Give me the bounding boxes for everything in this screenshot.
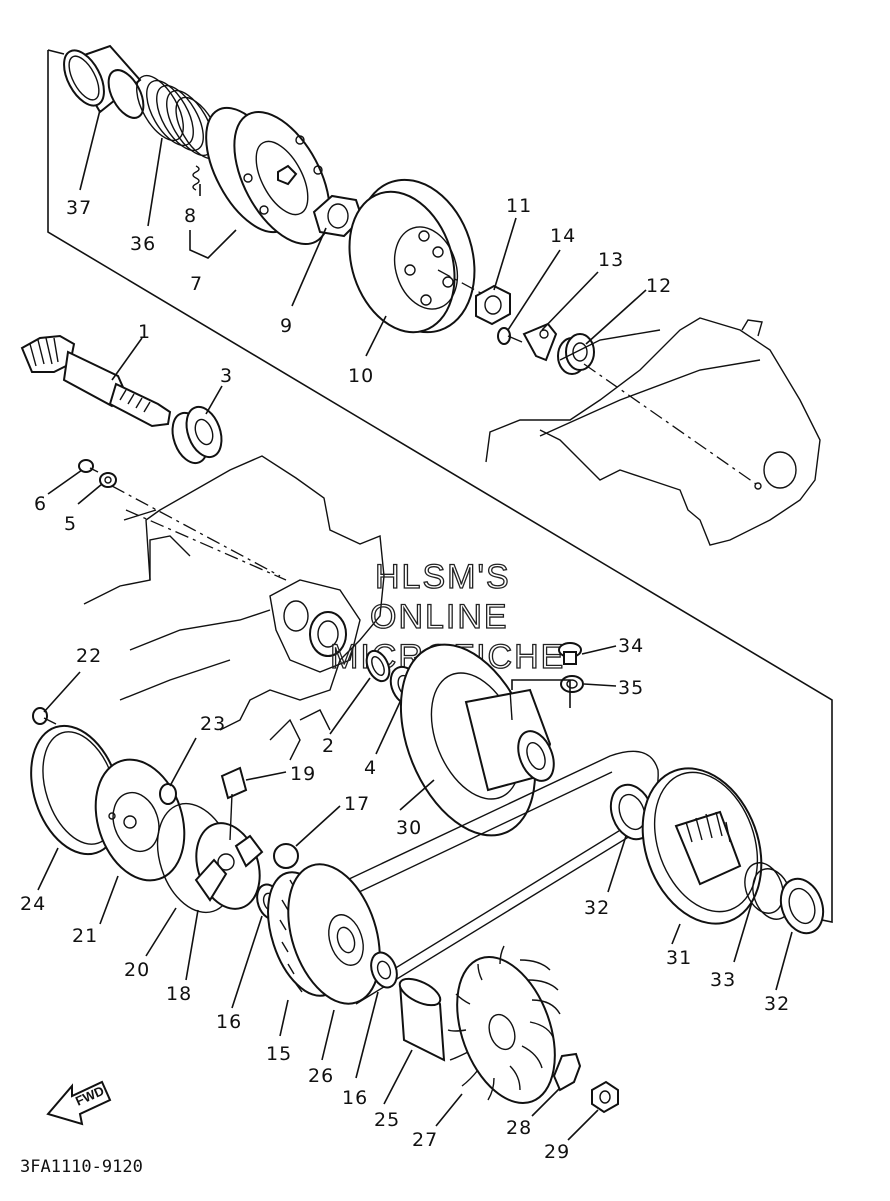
part-32-bearing-b[interactable] bbox=[774, 873, 831, 939]
label-19[interactable]: 19 bbox=[290, 763, 316, 785]
label-2[interactable]: 2 bbox=[322, 735, 335, 757]
label-7[interactable]: 7 bbox=[190, 273, 203, 295]
label-20[interactable]: 20 bbox=[124, 959, 150, 981]
label-28[interactable]: 28 bbox=[506, 1117, 532, 1139]
label-27[interactable]: 27 bbox=[412, 1129, 438, 1151]
label-8[interactable]: 8 bbox=[184, 205, 197, 227]
label-17[interactable]: 17 bbox=[344, 793, 370, 815]
label-35[interactable]: 35 bbox=[618, 677, 644, 699]
watermark-line1: HLSM'S bbox=[375, 558, 511, 596]
part-6-screw[interactable] bbox=[78, 459, 99, 473]
part-3-bearing[interactable] bbox=[166, 402, 228, 468]
label-16-b[interactable]: 16 bbox=[342, 1087, 368, 1109]
part-17-weight[interactable] bbox=[273, 843, 299, 869]
crankcase-outline bbox=[83, 455, 385, 761]
part-30-secondary-sheave[interactable] bbox=[375, 625, 561, 855]
label-16-a[interactable]: 16 bbox=[216, 1011, 242, 1033]
label-11[interactable]: 11 bbox=[506, 195, 532, 217]
part-28-washer[interactable] bbox=[552, 1052, 582, 1092]
label-37[interactable]: 37 bbox=[66, 197, 92, 219]
label-21[interactable]: 21 bbox=[72, 925, 98, 947]
label-23[interactable]: 23 bbox=[200, 713, 226, 735]
label-32-a[interactable]: 32 bbox=[584, 897, 610, 919]
part-7-clutch-carrier[interactable] bbox=[188, 94, 349, 259]
label-34[interactable]: 34 bbox=[618, 635, 644, 657]
label-15[interactable]: 15 bbox=[266, 1043, 292, 1065]
assembly-boundary-lines bbox=[47, 49, 833, 923]
part-25-collar[interactable] bbox=[396, 973, 446, 1062]
label-22[interactable]: 22 bbox=[76, 645, 102, 667]
label-4[interactable]: 4 bbox=[364, 757, 377, 779]
label-1[interactable]: 1 bbox=[138, 321, 151, 343]
part-5-washer[interactable] bbox=[99, 472, 117, 488]
part-16-oil-seal-b[interactable] bbox=[367, 949, 402, 991]
label-12[interactable]: 12 bbox=[646, 275, 672, 297]
part-26-primary-sliding-sheave[interactable] bbox=[272, 853, 396, 1016]
label-33[interactable]: 33 bbox=[710, 969, 736, 991]
leader-lines bbox=[37, 109, 793, 1141]
part-27-fixed-sheave-fan[interactable] bbox=[439, 944, 574, 1117]
part-29-nut[interactable] bbox=[591, 1080, 619, 1114]
label-29[interactable]: 29 bbox=[544, 1141, 570, 1163]
part-14-bolt[interactable] bbox=[497, 327, 523, 345]
label-3[interactable]: 3 bbox=[220, 365, 233, 387]
label-24[interactable]: 24 bbox=[20, 893, 46, 915]
part-2-circlip[interactable] bbox=[362, 647, 394, 684]
part-37-clutch-sleeve[interactable] bbox=[56, 44, 151, 124]
part-number-labels: 37 36 8 7 9 10 11 14 13 12 1 3 6 5 22 34… bbox=[20, 195, 790, 1163]
part-11-nut[interactable] bbox=[475, 284, 511, 326]
part-36-clutch-spring[interactable] bbox=[127, 68, 229, 165]
part-1-primary-shaft[interactable] bbox=[20, 334, 172, 428]
part-13-plate[interactable] bbox=[522, 322, 558, 362]
part-8-small-spring[interactable] bbox=[192, 165, 200, 191]
part-10-clutch-outer[interactable] bbox=[332, 165, 493, 348]
label-31[interactable]: 31 bbox=[666, 947, 692, 969]
part-23-spacer[interactable] bbox=[159, 783, 177, 805]
part-22-screw[interactable] bbox=[32, 707, 57, 725]
part-34-bolt[interactable] bbox=[558, 642, 582, 665]
label-14[interactable]: 14 bbox=[550, 225, 576, 247]
label-6[interactable]: 6 bbox=[34, 493, 47, 515]
label-30[interactable]: 30 bbox=[396, 817, 422, 839]
part-18-slider-plate[interactable] bbox=[186, 815, 270, 917]
label-26[interactable]: 26 bbox=[308, 1065, 334, 1087]
label-10[interactable]: 10 bbox=[348, 365, 374, 387]
label-25[interactable]: 25 bbox=[374, 1109, 400, 1131]
label-13[interactable]: 13 bbox=[598, 249, 624, 271]
fwd-direction-arrow: FWD bbox=[46, 1080, 112, 1126]
label-9[interactable]: 9 bbox=[280, 315, 293, 337]
diagram-code: 3FA1110-9120 bbox=[20, 1157, 143, 1177]
label-5[interactable]: 5 bbox=[64, 513, 77, 535]
part-35-collar[interactable] bbox=[560, 675, 584, 693]
label-32-b[interactable]: 32 bbox=[764, 993, 790, 1015]
watermark-line2: ONLINE bbox=[370, 598, 509, 636]
part-19-slider[interactable] bbox=[220, 766, 248, 841]
crankcase-cover-outline bbox=[485, 317, 821, 546]
part-31-secondary-sliding-sheave[interactable] bbox=[622, 752, 782, 941]
label-36[interactable]: 36 bbox=[130, 233, 156, 255]
label-18[interactable]: 18 bbox=[166, 983, 192, 1005]
